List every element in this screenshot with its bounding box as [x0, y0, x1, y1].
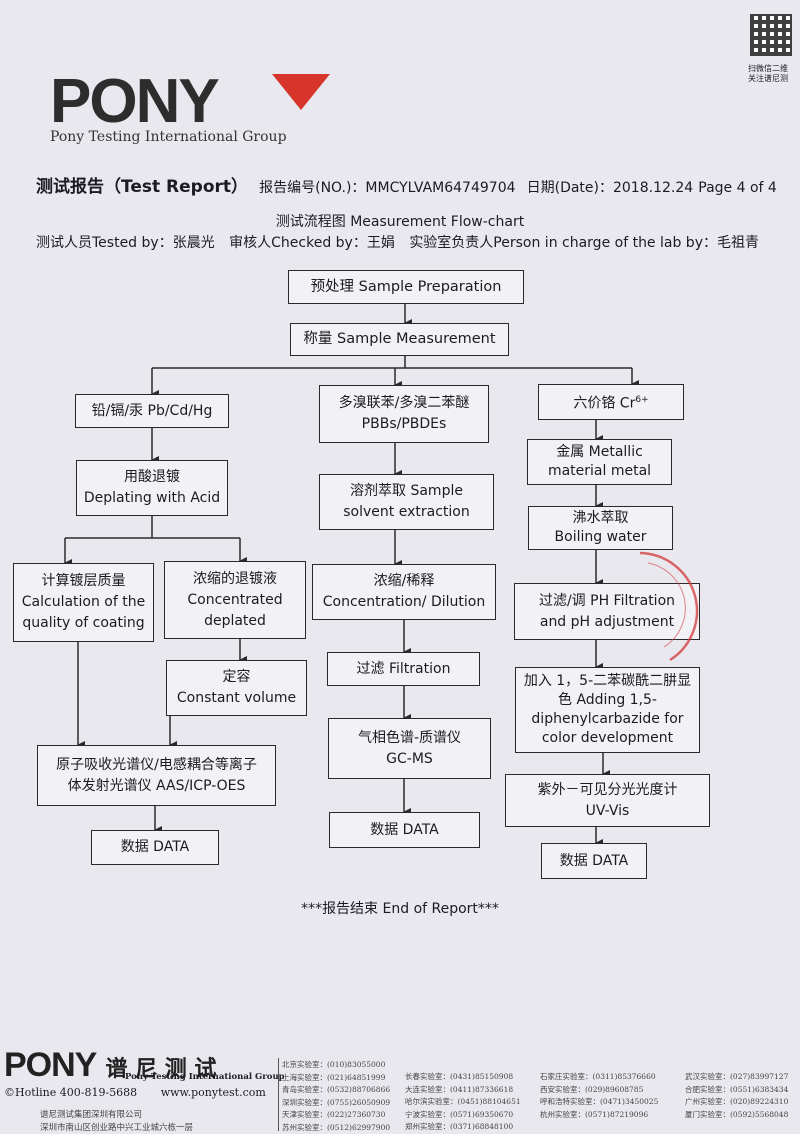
- lab-phone: 武汉实验室：(027)83997127: [685, 1071, 800, 1084]
- box-label: Concentration/ Dilution: [323, 592, 485, 613]
- uv-vis-box: 紫外－可见分光光度计 UV-Vis: [505, 774, 710, 827]
- box-label: Constant volume: [177, 688, 296, 709]
- box-label: Concentrated: [187, 590, 282, 611]
- box-label: GC-MS: [386, 749, 433, 770]
- footer-brand: PONY: [4, 1046, 96, 1084]
- lab-phone: 天津实验室：(022)27360730: [282, 1109, 390, 1122]
- lab-phone: 上海实验室：(021)64851999: [282, 1072, 390, 1085]
- footer-labs-col4: 武汉实验室：(027)83997127 合肥实验室：(0551)6383434 …: [685, 1071, 800, 1121]
- box-label: 紫外－可见分光光度计: [538, 780, 678, 801]
- box-label: 称量 Sample Measurement: [303, 329, 495, 350]
- lab-phone: 苏州实验室：(0512)62997900: [282, 1122, 390, 1134]
- lab-phone: 西安实验室：(029)89608785: [540, 1084, 658, 1097]
- box-label: deplated: [204, 611, 266, 632]
- concentrated-deplated-box: 浓缩的退镀液 Concentrated deplated: [164, 561, 306, 639]
- box-label: color development: [542, 729, 673, 748]
- sample-measurement-box: 称量 Sample Measurement: [290, 323, 509, 356]
- lab-phone: 大连实验室：(0411)87336618: [405, 1084, 521, 1097]
- box-label: 体发射光谱仪 AAS/ICP-OES: [68, 776, 246, 797]
- pbbs-pbdes-box: 多溴联苯/多溴二苯醚 PBBs/PBDEs: [319, 385, 489, 443]
- metallic-material-box: 金属 Metallic material metal: [527, 439, 672, 485]
- lab-phone: 杭州实验室：(0571)87219096: [540, 1109, 658, 1122]
- lab-phone: 广州实验室：(020)89224310: [685, 1096, 800, 1109]
- box-label: 气相色谱-质谱仪: [358, 728, 461, 749]
- box-label: 用酸退镀: [124, 467, 180, 488]
- box-label: 六价铬 Cr6+: [573, 390, 648, 415]
- coating-calculation-box: 计算镀层质量 Calculation of the quality of coa…: [13, 563, 154, 642]
- filtration-box: 过滤 Filtration: [327, 652, 480, 686]
- box-label: UV-Vis: [586, 801, 630, 822]
- solvent-extraction-box: 溶剂萃取 Sample solvent extraction: [319, 474, 494, 530]
- footer-labs-col3: 石家庄实验室：(0311)85376660 西安实验室：(029)8960878…: [540, 1071, 658, 1121]
- box-label: 金属 Metallic: [556, 443, 643, 462]
- end-of-report: ***报告结束 End of Report***: [0, 898, 800, 918]
- lab-phone: 哈尔滨实验室：(0451)88104651: [405, 1096, 521, 1109]
- lab-phone: 宁波实验室：(0571)69350670: [405, 1109, 521, 1122]
- footer-company: 谱尼测试集团深圳有限公司 深圳市南山区创业路中兴工业城六栋一层: [40, 1109, 193, 1134]
- footer-company-name: 谱尼测试集团深圳有限公司: [40, 1109, 193, 1122]
- lab-phone: 呼和浩特实验室：(0471)3450025: [540, 1096, 658, 1109]
- data-box-1: 数据 DATA: [91, 830, 219, 865]
- concentration-dilution-box: 浓缩/稀释 Concentration/ Dilution: [312, 564, 496, 620]
- box-label: PBBs/PBDEs: [362, 414, 447, 435]
- box-label: 浓缩的退镀液: [193, 569, 277, 590]
- box-label: 定容: [223, 667, 251, 688]
- diphenylcarbazide-box: 加入 1，5-二苯碳酰二肼显 色 Adding 1,5- diphenylcar…: [515, 667, 700, 753]
- box-label: 铅/镉/汞 Pb/Cd/Hg: [92, 401, 213, 422]
- footer-hotline: Hotline 400-819-5688: [15, 1086, 137, 1099]
- box-label: 数据 DATA: [370, 820, 439, 841]
- lab-phone: 石家庄实验室：(0311)85376660: [540, 1071, 658, 1084]
- lab-phone: 北京实验室：(010)83055000: [282, 1059, 390, 1072]
- box-label: Calculation of the: [22, 592, 145, 613]
- boiling-water-box: 沸水萃取 Boiling water: [528, 506, 673, 550]
- box-label: 过滤 Filtration: [357, 659, 451, 680]
- constant-volume-box: 定容 Constant volume: [166, 660, 307, 716]
- box-label: Deplating with Acid: [84, 488, 220, 509]
- lab-phone: 厦门实验室：(0592)5568048: [685, 1109, 800, 1122]
- lab-phone: 青岛实验室：(0532)88706866: [282, 1084, 390, 1097]
- footer-address: 深圳市南山区创业路中兴工业城六栋一层: [40, 1122, 193, 1134]
- box-label: 预处理 Sample Preparation: [311, 277, 502, 298]
- footer-website: www.ponytest.com: [161, 1086, 266, 1099]
- footer-divider: [278, 1058, 279, 1131]
- box-label: 浓缩/稀释: [374, 571, 435, 592]
- data-box-2: 数据 DATA: [329, 812, 480, 848]
- box-label: solvent extraction: [343, 502, 469, 523]
- footer-group: Pony Testing International Group: [125, 1072, 285, 1082]
- box-label: 数据 DATA: [121, 837, 190, 858]
- gc-ms-box: 气相色谱-质谱仪 GC-MS: [328, 718, 491, 779]
- lab-seal-stamp: [600, 545, 710, 675]
- box-label: 多溴联苯/多溴二苯醚: [339, 393, 470, 414]
- footer-labs-col1: 北京实验室：(010)83055000 上海实验室：(021)64851999 …: [282, 1059, 390, 1134]
- box-label: quality of coating: [22, 613, 144, 634]
- box-label-text: 六价铬 Cr: [573, 395, 635, 411]
- footer-labs-col2: 长春实验室：(0431)85150908 大连实验室：(0411)8733661…: [405, 1071, 521, 1134]
- box-label: 沸水萃取: [573, 509, 629, 528]
- aas-icp-oes-box: 原子吸收光谱仪/电感耦合等离子 体发射光谱仪 AAS/ICP-OES: [37, 745, 276, 806]
- pb-cd-hg-box: 铅/镉/汞 Pb/Cd/Hg: [75, 394, 229, 428]
- data-box-3: 数据 DATA: [541, 843, 647, 879]
- deplating-box: 用酸退镀 Deplating with Acid: [76, 460, 228, 516]
- box-label: 溶剂萃取 Sample: [350, 481, 463, 502]
- box-label: 数据 DATA: [560, 851, 629, 872]
- box-label-superscript: 6+: [635, 395, 648, 405]
- footer-contact: ©Hotline 400-819-5688 www.ponytest.com: [4, 1086, 266, 1099]
- cr6-box: 六价铬 Cr6+: [538, 384, 684, 420]
- sample-preparation-box: 预处理 Sample Preparation: [288, 270, 524, 304]
- lab-phone: 郑州实验室：(0371)68848100: [405, 1121, 521, 1134]
- box-label: diphenylcarbazide for: [531, 710, 683, 729]
- box-label: 原子吸收光谱仪/电感耦合等离子: [56, 755, 257, 776]
- box-label: 计算镀层质量: [42, 571, 126, 592]
- lab-phone: 合肥实验室：(0551)6383434: [685, 1084, 800, 1097]
- box-label: 色 Adding 1,5-: [558, 691, 657, 710]
- lab-phone: 深圳实验室：(0755)26050909: [282, 1097, 390, 1110]
- hotline-icon: ©: [4, 1086, 15, 1099]
- box-label: material metal: [548, 462, 651, 481]
- lab-phone: 长春实验室：(0431)85150908: [405, 1071, 521, 1084]
